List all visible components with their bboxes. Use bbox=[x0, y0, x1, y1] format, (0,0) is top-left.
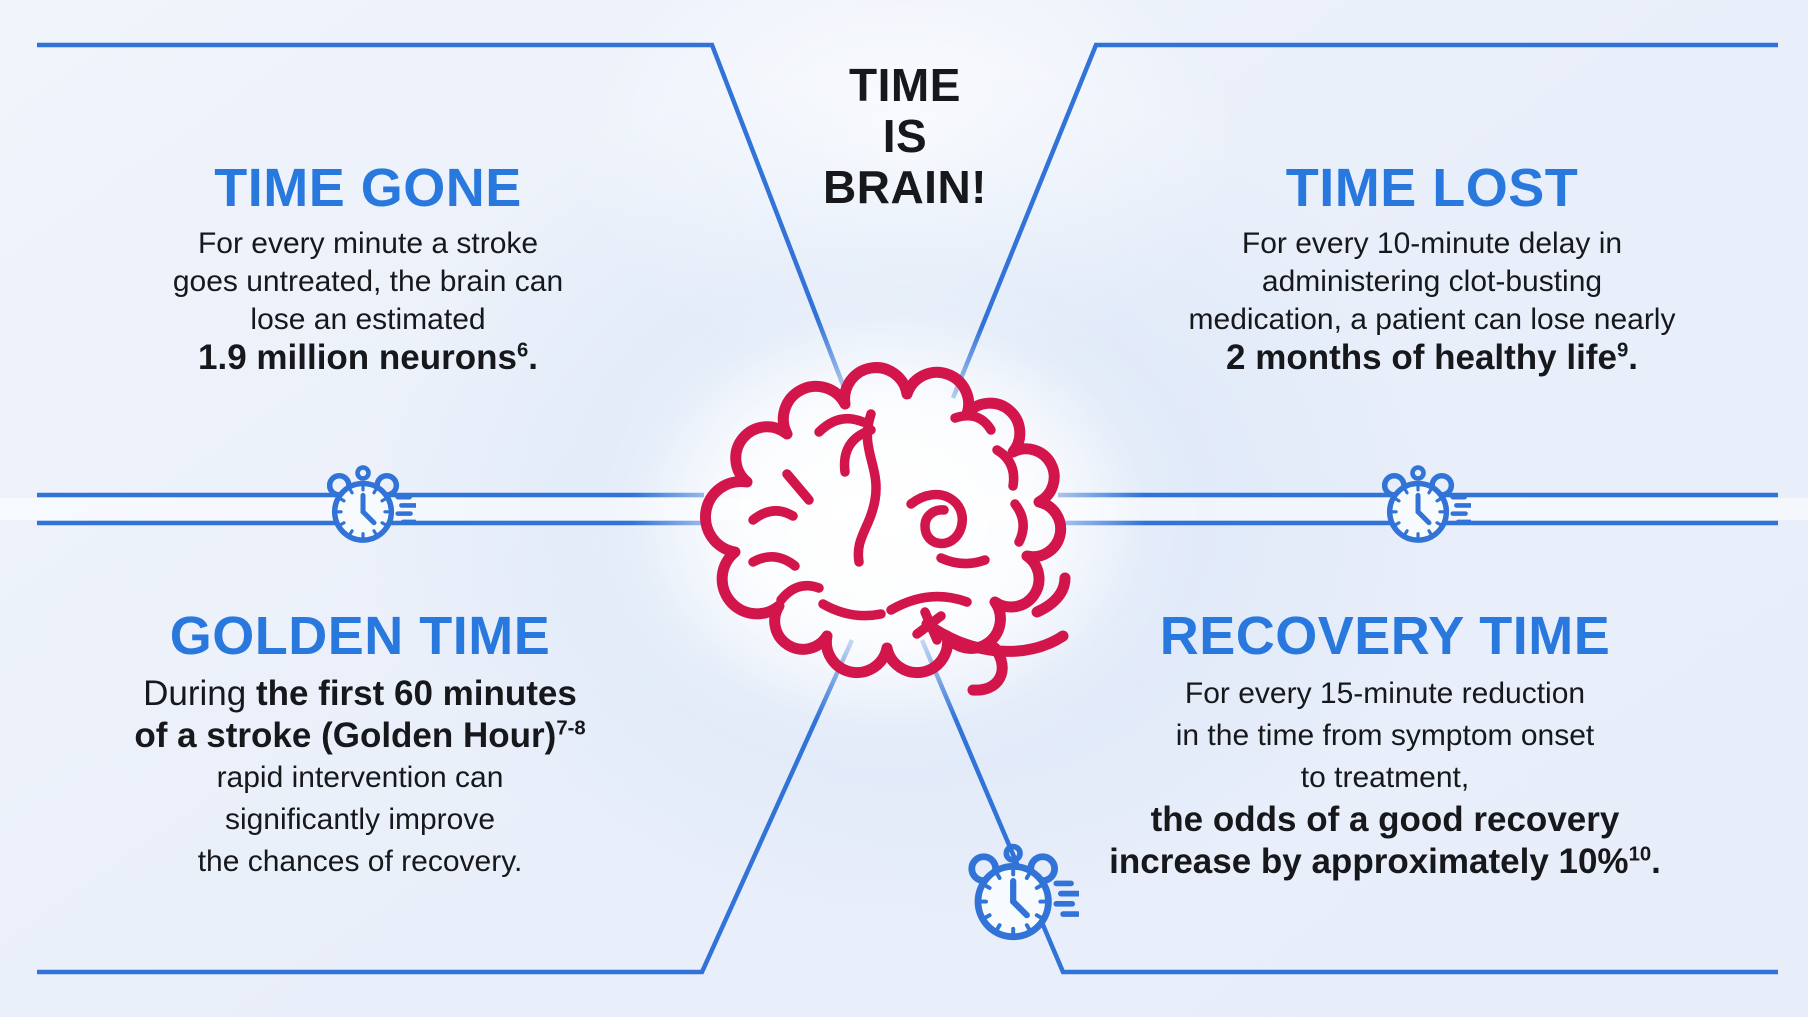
quadrant-title: GOLDEN TIME bbox=[169, 606, 551, 666]
text-segment: goes untreated, the brain can bbox=[172, 265, 564, 298]
superscript-ref: 10 bbox=[1628, 843, 1652, 866]
quadrant-time-lost: TIME LOST For every 10-minute delay in ad… bbox=[1122, 158, 1742, 377]
quadrant-body: For every 15-minute reduction in the time… bbox=[1075, 673, 1695, 883]
text-segment: the odds of a good recovery bbox=[1150, 800, 1620, 839]
text-segment: 1.9 million neurons bbox=[198, 338, 517, 377]
text-segment: During bbox=[143, 674, 256, 713]
text-segment: of a stroke (Golden Hour) bbox=[134, 716, 557, 755]
superscript-ref: 6 bbox=[516, 339, 529, 362]
quadrant-title: RECOVERY TIME bbox=[1159, 606, 1611, 666]
text-segment: to treatment, bbox=[1300, 761, 1470, 794]
text-line: the odds of a good recovery bbox=[1075, 799, 1695, 841]
quadrant-title: TIME LOST bbox=[1285, 158, 1579, 218]
quadrant-recovery-time: RECOVERY TIME For every 15-minute reduct… bbox=[1075, 606, 1695, 883]
text-line: significantly improve bbox=[50, 799, 670, 841]
main-title-line: IS bbox=[882, 110, 928, 162]
text-line: rapid intervention can bbox=[50, 757, 670, 799]
text-segment: medication, a patient can lose nearly bbox=[1188, 303, 1676, 336]
text-line: 2 months of healthy life9. bbox=[1122, 339, 1742, 377]
text-line: For every 15-minute reduction bbox=[1075, 673, 1695, 715]
text-segment: administering clot-busting bbox=[1261, 265, 1603, 298]
text-segment: rapid intervention can bbox=[216, 761, 504, 794]
text-line: lose an estimated bbox=[58, 301, 678, 339]
text-segment: the chances of recovery. bbox=[197, 845, 523, 878]
text-segment: lose an estimated bbox=[250, 303, 486, 336]
text-segment: For every 15-minute reduction bbox=[1184, 677, 1586, 710]
brain-stem bbox=[921, 572, 1071, 696]
text-line: the chances of recovery. bbox=[50, 841, 670, 883]
text-line: For every minute a stroke bbox=[58, 225, 678, 263]
text-line: During the first 60 minutes bbox=[50, 673, 670, 715]
text-line: goes untreated, the brain can bbox=[58, 263, 678, 301]
text-segment: the first 60 minutes bbox=[255, 674, 577, 713]
text-segment: . bbox=[1628, 338, 1638, 377]
superscript-ref: 9 bbox=[1616, 339, 1629, 362]
text-segment: in the time from symptom onset bbox=[1175, 719, 1595, 752]
quadrant-title: TIME GONE bbox=[214, 158, 522, 218]
text-line: administering clot-busting bbox=[1122, 263, 1742, 301]
text-line: of a stroke (Golden Hour)7-8 bbox=[50, 715, 670, 757]
stopwatch-icon bbox=[330, 468, 418, 541]
stopwatch-icon bbox=[972, 847, 1081, 937]
text-line: For every 10-minute delay in bbox=[1122, 225, 1742, 263]
main-title: TIME IS BRAIN! bbox=[705, 60, 1105, 213]
text-line: increase by approximately 10%10. bbox=[1075, 841, 1695, 883]
quadrant-body: For every minute a stroke goes untreated,… bbox=[58, 225, 678, 377]
quadrant-body: For every 10-minute delay in administerin… bbox=[1122, 225, 1742, 377]
main-title-line: TIME bbox=[849, 59, 961, 111]
text-segment: For every 10-minute delay in bbox=[1241, 227, 1623, 260]
text-segment: 2 months of healthy life bbox=[1226, 338, 1617, 377]
stopwatch-icon bbox=[1385, 468, 1473, 541]
text-line: to treatment, bbox=[1075, 757, 1695, 799]
text-line: in the time from symptom onset bbox=[1075, 715, 1695, 757]
brain-icon bbox=[700, 362, 1071, 696]
text-line: medication, a patient can lose nearly bbox=[1122, 301, 1742, 339]
quadrant-time-gone: TIME GONE For every minute a stroke goes … bbox=[58, 158, 678, 377]
main-title-line: BRAIN! bbox=[823, 161, 987, 213]
brain-gyri bbox=[748, 409, 1028, 645]
text-segment: . bbox=[1651, 842, 1661, 881]
text-line: 1.9 million neurons6. bbox=[58, 339, 678, 377]
text-segment: significantly improve bbox=[224, 803, 496, 836]
text-segment: increase by approximately 10% bbox=[1109, 842, 1629, 881]
superscript-ref: 7-8 bbox=[556, 717, 586, 740]
text-segment: For every minute a stroke bbox=[197, 227, 539, 260]
text-segment: . bbox=[528, 338, 538, 377]
